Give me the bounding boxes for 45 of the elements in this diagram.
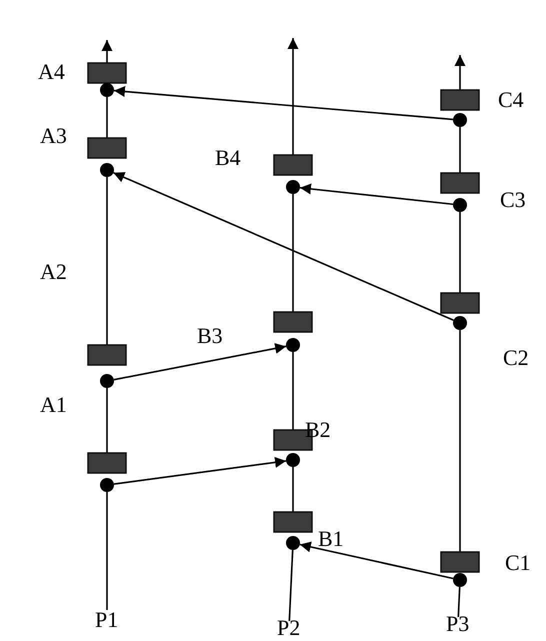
message-arrow (300, 542, 454, 580)
message-arrow (114, 86, 454, 120)
timeline-line (459, 212, 461, 293)
timeline-arrow (454, 55, 466, 90)
event-label: A4 (38, 60, 65, 84)
timeline-line (106, 97, 108, 138)
event-box (440, 551, 480, 587)
timeline-line (106, 492, 108, 610)
event-label: C3 (500, 188, 526, 212)
event-box (273, 154, 313, 194)
event-label: B4 (215, 146, 241, 170)
process-label: P3 (446, 612, 470, 636)
message-arrow (300, 183, 454, 206)
event-label: A3 (40, 124, 67, 148)
event-box (87, 344, 127, 388)
event-box (87, 452, 127, 492)
event-box (273, 311, 313, 352)
event-label: A2 (40, 260, 67, 284)
timeline-line (106, 177, 108, 345)
timeline-line (292, 467, 294, 512)
timeline-line (459, 127, 461, 173)
timeline-line (106, 388, 108, 453)
event-label: B1 (318, 527, 344, 551)
event-box (440, 89, 480, 127)
timeline-arrow (288, 38, 298, 155)
timeline-arrow (102, 40, 112, 63)
event-label: B2 (305, 418, 331, 442)
message-arrow (114, 343, 286, 380)
event-box (87, 62, 127, 97)
message-arrow (113, 172, 454, 321)
timeline-line (459, 330, 461, 552)
process-label: P2 (277, 616, 300, 640)
event-box (87, 137, 127, 177)
event-label: C4 (498, 88, 524, 112)
event-label: A1 (40, 393, 67, 417)
message-arrow (114, 456, 286, 485)
event-label: B3 (197, 324, 223, 348)
event-box (440, 292, 480, 330)
process-label: P1 (95, 608, 118, 632)
event-box (440, 172, 480, 212)
event-label: C1 (505, 551, 531, 575)
event-box (273, 511, 313, 550)
timeline-line (292, 194, 294, 312)
event-label: C2 (503, 346, 529, 370)
timeline-line (292, 352, 294, 430)
